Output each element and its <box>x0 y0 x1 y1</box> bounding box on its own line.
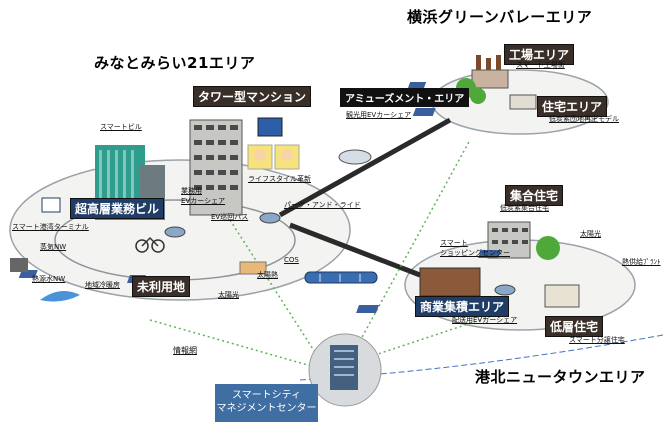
office-tag: 超高層業務ビル <box>70 198 165 219</box>
minato-area-title: みなとみらい21エリア <box>94 54 256 72</box>
tree-icon-2 <box>470 88 486 104</box>
amusement-tag: アミューズメント・エリア <box>340 88 470 107</box>
heat-river-label: 熱源水NW <box>32 275 66 283</box>
delivery-ev-label: 配送用EVカーシェア <box>452 316 518 324</box>
smart-harbor-label: スマート港湾ターミナル <box>12 223 89 231</box>
bicycle-icon <box>135 236 165 253</box>
info-link-left <box>149 319 326 371</box>
factory-tag: 工場エリア <box>504 44 575 65</box>
road-to-kohoku <box>289 222 421 278</box>
commercial-building <box>419 267 481 297</box>
management-center-label: スマートシティ マネジメントセンター <box>216 390 317 414</box>
apartment-tag: 集合住宅 <box>505 185 564 206</box>
ev-car-icon <box>338 149 372 165</box>
low-carbon-house-label: 低炭素団地再生モデル <box>549 115 619 123</box>
commercial-tag: 商業集積エリア <box>415 296 510 317</box>
factory-building <box>471 55 509 89</box>
river-heat-source <box>40 291 80 302</box>
management-center-box: スマートシティ マネジメントセンター <box>215 384 318 422</box>
road-to-green-valley <box>278 117 452 218</box>
smart-apartment-label: 低炭素集合住宅 <box>500 204 549 212</box>
management-center-building <box>308 333 382 407</box>
train <box>304 271 378 284</box>
unused-land-plot <box>239 261 267 275</box>
ev-car-icon-4 <box>494 284 516 296</box>
tower-mansion-tag: タワー型マンション <box>193 86 312 107</box>
heat-supply-label: 熱供給ﾌﾟﾗﾝﾄ <box>622 258 661 266</box>
smart-factory-label: スマート工場街 <box>516 61 565 69</box>
regional-cooling-label: 地域冷暖房 <box>85 281 120 289</box>
kohoku-area-title: 港北ニュータウンエリア <box>475 368 646 386</box>
smart-shopping-label: スマート ショッピングセンター <box>440 239 510 257</box>
steam-nw-label: 蒸気NW <box>40 243 67 251</box>
solar-left-label: 太陽光 <box>218 291 239 299</box>
ev-car-icon-3 <box>259 212 281 224</box>
smart-detached-label: スマート分譲住宅 <box>569 336 625 344</box>
monitor-icon <box>257 117 283 137</box>
ev-bus-label: EV巡回バス <box>211 213 249 221</box>
lifestyle-people-icons <box>247 144 300 170</box>
unused-land-tag: 未利用地 <box>132 276 191 297</box>
houses-icon <box>509 94 537 110</box>
cos-label: COS <box>284 256 299 264</box>
lifestyle-reform-label: ライフスタイル革新 <box>248 175 311 183</box>
tower-mansion-building <box>189 119 243 216</box>
low-rise-tag: 低層住宅 <box>545 316 604 337</box>
commercial-ev-label: 業務用 EVカーシェア <box>181 187 226 205</box>
solar-panels-kohoku <box>356 250 502 313</box>
info-link-kohoku <box>359 309 511 361</box>
low-rise-house <box>544 284 580 308</box>
heat-plant-icon <box>10 258 28 272</box>
tree-icon-3 <box>536 236 560 260</box>
solar-heat-label: 太陽熱 <box>257 271 278 279</box>
info-network-label: 情報網 <box>173 346 197 355</box>
tourism-ev-label: 観光用EVカーシェア <box>346 111 412 119</box>
housing-tag: 住宅エリア <box>537 96 608 117</box>
park-and-ride-label: パーク・アンド・ライド <box>284 201 361 209</box>
terminal-flag-icon <box>41 197 61 213</box>
smart-building-label: スマートビル <box>100 123 142 131</box>
ev-car-icon-2 <box>164 226 186 238</box>
solar-right-label: 太陽光 <box>580 230 601 238</box>
green-valley-area-title: 横浜グリーンバレーエリア <box>407 8 593 26</box>
